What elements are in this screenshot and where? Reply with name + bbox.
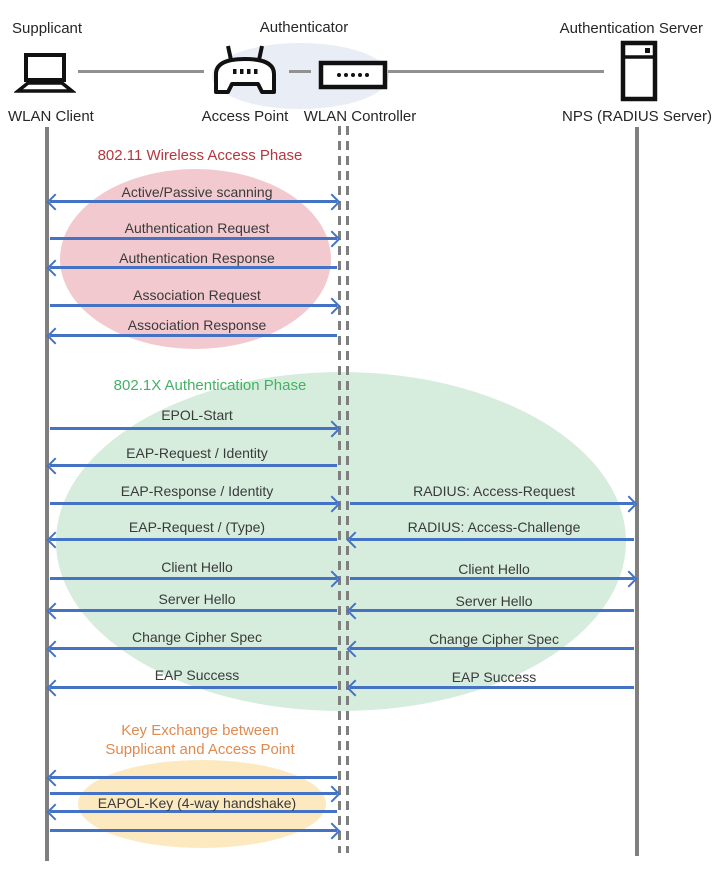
phase3-title-line2: Supplicant and Access Point — [105, 741, 295, 758]
message-arrow-left — [46, 457, 338, 475]
message-label: Client Hello — [161, 559, 233, 575]
message-label: RADIUS: Access-Challenge — [407, 519, 581, 535]
access-point-icon — [214, 45, 276, 94]
wlan-controller-icon — [318, 60, 388, 90]
role-supplicant: Supplicant — [12, 20, 83, 37]
message-label: EAP Success — [154, 667, 240, 683]
message-arrow-left — [46, 259, 338, 277]
message-arrow-left — [46, 327, 338, 345]
message-arrow-left — [46, 640, 338, 658]
message-arrow-left — [346, 602, 635, 620]
message-label: RADIUS: Access-Request — [413, 483, 575, 499]
message-arrow-left — [46, 769, 338, 787]
device-label-access-point: Access Point — [201, 108, 289, 125]
server-icon — [620, 40, 658, 102]
message-arrow-both — [46, 193, 341, 211]
message-label: Change Cipher Spec — [132, 629, 262, 645]
message-arrow-right — [49, 822, 341, 840]
device-label-wlan-client: WLAN Client — [8, 108, 94, 125]
message-label: EAP-Request / (Type) — [128, 519, 266, 535]
role-authenticator: Authenticator — [259, 19, 349, 36]
message-arrow-right — [49, 570, 341, 588]
phase3-title-line1: Key Exchange between — [121, 722, 279, 739]
connector-line-ap-controller — [289, 70, 311, 73]
message-arrow-left — [346, 640, 635, 658]
arrowhead-left-icon — [46, 769, 64, 787]
message-label: EAP-Request / Identity — [126, 445, 268, 461]
message-arrow-right — [49, 230, 341, 248]
message-arrow-right — [349, 570, 638, 588]
message-arrow-right — [49, 495, 341, 513]
message-label: Association Request — [133, 287, 261, 303]
phase1-ellipse — [60, 169, 331, 349]
message-label: Association Response — [127, 317, 267, 333]
message-label: EAP Success — [451, 669, 537, 685]
message-arrow-right — [349, 495, 638, 513]
laptop-icon — [14, 53, 76, 93]
phase2-title: 802.1X Authentication Phase — [113, 377, 307, 394]
message-arrow-left — [346, 531, 635, 549]
message-arrow-right — [49, 785, 341, 803]
message-arrow-right — [49, 297, 341, 315]
connector-line-controller-server — [388, 70, 604, 73]
message-label: EPOL-Start — [161, 407, 233, 423]
message-arrow-left — [46, 602, 338, 620]
device-label-nps: NPS (RADIUS Server) — [561, 108, 713, 125]
message-label: Server Hello — [455, 593, 533, 609]
message-arrow-right — [49, 420, 341, 438]
message-arrow-left — [46, 679, 338, 697]
message-label: Authentication Request — [124, 220, 270, 236]
lifeline-wlan-client — [45, 127, 49, 861]
message-arrow-left — [346, 679, 635, 697]
message-label: Authentication Response — [119, 250, 275, 266]
message-label: Client Hello — [458, 561, 530, 577]
message-label: Server Hello — [158, 591, 236, 607]
message-label: Change Cipher Spec — [429, 631, 559, 647]
message-label: EAPOL-Key (4-way handshake) — [97, 795, 297, 811]
lifeline-nps — [635, 127, 639, 856]
device-label-wlan-controller: WLAN Controller — [303, 108, 417, 125]
message-arrow-left — [46, 803, 338, 821]
message-arrow-left — [46, 531, 338, 549]
role-authentication-server: Authentication Server — [559, 20, 703, 37]
lifeline-wlan-controller — [346, 126, 349, 853]
message-label: EAP-Response / Identity — [120, 483, 274, 499]
connector-line-client-ap — [78, 70, 204, 73]
lifeline-access-point — [338, 126, 341, 853]
message-label: Active/Passive scanning — [121, 184, 273, 200]
phase3-ellipse — [78, 760, 326, 848]
phase1-title: 802.11 Wireless Access Phase — [97, 147, 303, 164]
